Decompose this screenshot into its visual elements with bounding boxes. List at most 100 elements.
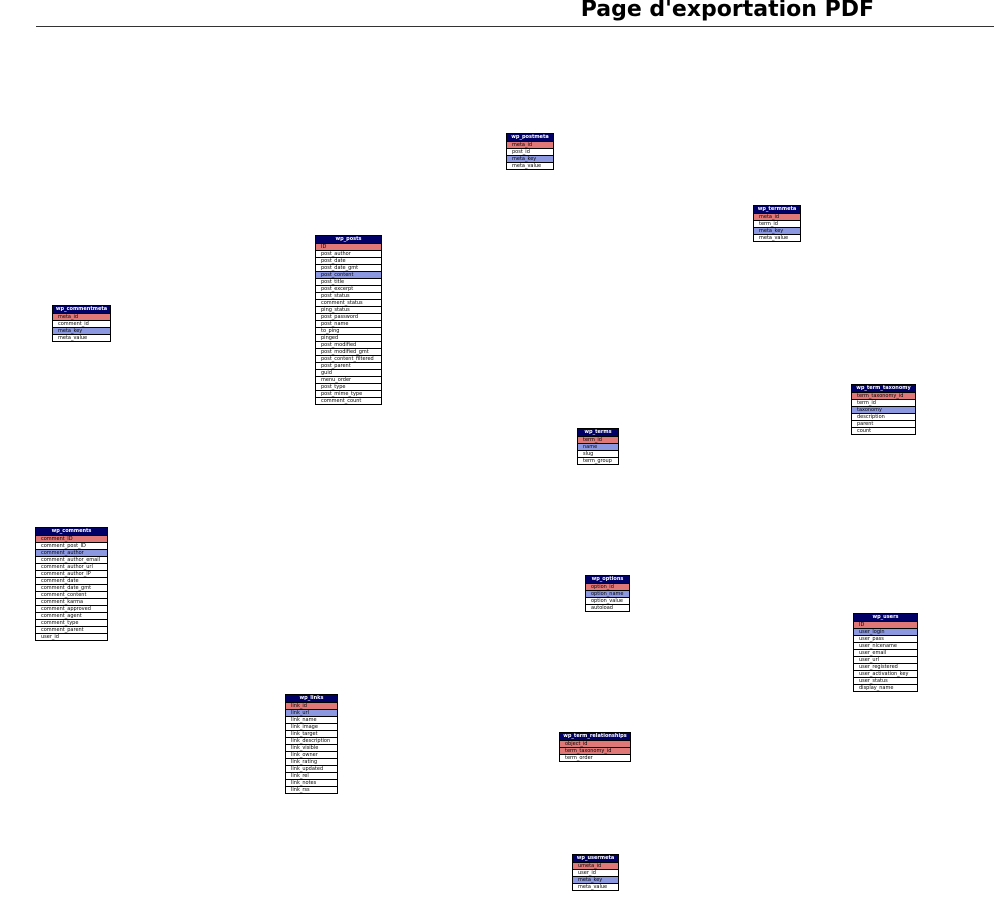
indexed-column: meta_key bbox=[573, 877, 618, 884]
table-name: wp_posts bbox=[316, 236, 381, 244]
table-column: menu_order bbox=[316, 377, 381, 384]
table-column: link_updated bbox=[286, 766, 337, 773]
table-column: post_author bbox=[316, 251, 381, 258]
table-column: option_value bbox=[586, 598, 629, 605]
table-column: comment_parent bbox=[36, 627, 107, 634]
indexed-column: name bbox=[578, 444, 618, 451]
table-column: link_image bbox=[286, 724, 337, 731]
table-column: meta_value bbox=[578, 884, 608, 890]
table-column: comment_id bbox=[53, 321, 110, 328]
table-column: post_name bbox=[316, 321, 381, 328]
table-column: comment_approved bbox=[36, 606, 107, 613]
table-column: post_mime_type bbox=[316, 391, 381, 398]
table-name: wp_termmeta bbox=[754, 206, 800, 214]
primary-key-column: object_id bbox=[560, 741, 630, 748]
table-column: comment_author_url bbox=[36, 564, 107, 571]
table-column: link_owner bbox=[286, 752, 337, 759]
table-column: comment_status bbox=[316, 300, 381, 307]
table-column: post_id bbox=[507, 149, 553, 156]
primary-key-column: umeta_id bbox=[573, 863, 618, 870]
table-column: post_date bbox=[316, 258, 381, 265]
table-column: user_activation_key bbox=[854, 671, 917, 678]
table-column: meta_value bbox=[58, 335, 88, 341]
table-column: comment_type bbox=[36, 620, 107, 627]
table-column: slug bbox=[578, 451, 618, 458]
table-column: post_excerpt bbox=[316, 286, 381, 293]
table-name: wp_links bbox=[286, 695, 337, 703]
primary-key-column: term_taxonomy_id bbox=[852, 393, 915, 400]
primary-key-column: term_taxonomy_id bbox=[560, 748, 630, 755]
table-column: comment_post_ID bbox=[36, 543, 107, 550]
table-column: comment_count bbox=[321, 398, 362, 404]
indexed-column: option_name bbox=[586, 591, 629, 598]
table-column: pinged bbox=[316, 335, 381, 342]
table-name: wp_commentmeta bbox=[53, 306, 110, 314]
table-column: display_name bbox=[859, 685, 894, 691]
indexed-column: meta_key bbox=[754, 228, 800, 235]
table-column: term_id bbox=[852, 400, 915, 407]
table-column: post_modified_gmt bbox=[316, 349, 381, 356]
indexed-column: user_login bbox=[854, 629, 917, 636]
table-column: term_order bbox=[565, 755, 593, 761]
primary-key-column: link_id bbox=[286, 703, 337, 710]
table-column: meta_value bbox=[512, 163, 542, 169]
primary-key-column: meta_id bbox=[507, 142, 553, 149]
table-name: wp_comments bbox=[36, 528, 107, 536]
table-column: link_visible bbox=[286, 745, 337, 752]
table-column: to_ping bbox=[316, 328, 381, 335]
table-column: count bbox=[857, 428, 872, 434]
primary-key-column: meta_id bbox=[754, 214, 800, 221]
indexed-column: meta_key bbox=[53, 328, 110, 335]
table-column: link_rss bbox=[291, 787, 310, 793]
table-name: wp_options bbox=[586, 576, 629, 584]
table-column: term_group bbox=[583, 458, 612, 464]
table-name: wp_users bbox=[854, 614, 917, 622]
table-column: user_url bbox=[854, 657, 917, 664]
table-column: user_id bbox=[573, 870, 618, 877]
table-column: user_email bbox=[854, 650, 917, 657]
table-column: link_target bbox=[286, 731, 337, 738]
table-column: post_title bbox=[316, 279, 381, 286]
table-column: comment_author_email bbox=[36, 557, 107, 564]
page-header: Page d'exportation PDF bbox=[36, 0, 994, 27]
primary-key-column: ID bbox=[854, 622, 917, 629]
indexed-column: post_content bbox=[316, 272, 381, 279]
table-column: post_content_filtered bbox=[316, 356, 381, 363]
primary-key-column: meta_id bbox=[53, 314, 110, 321]
table-column: post_parent bbox=[316, 363, 381, 370]
indexed-column: taxonomy bbox=[852, 407, 915, 414]
primary-key-column: option_id bbox=[586, 584, 629, 591]
table-column: link_rel bbox=[286, 773, 337, 780]
table-column: parent bbox=[852, 421, 915, 428]
table-column: term_id bbox=[754, 221, 800, 228]
table-name: wp_terms bbox=[578, 429, 618, 437]
table-name: wp_usermeta bbox=[573, 855, 618, 863]
table-column: post_status bbox=[316, 293, 381, 300]
indexed-column: link_url bbox=[286, 710, 337, 717]
table-column: meta_value bbox=[759, 235, 789, 241]
table-column: post_type bbox=[316, 384, 381, 391]
table-column: description bbox=[852, 414, 915, 421]
table-column: link_name bbox=[286, 717, 337, 724]
table-column: ping_status bbox=[316, 307, 381, 314]
table-column: link_notes bbox=[286, 780, 337, 787]
indexed-column: comment_author bbox=[36, 550, 107, 557]
table-column: user_id bbox=[41, 634, 59, 640]
table-name: wp_postmeta bbox=[507, 134, 553, 142]
table-column: guid bbox=[316, 370, 381, 377]
table-column: user_registered bbox=[854, 664, 917, 671]
table-column: comment_date_gmt bbox=[36, 585, 107, 592]
table-name: wp_term_relationships bbox=[560, 733, 630, 741]
